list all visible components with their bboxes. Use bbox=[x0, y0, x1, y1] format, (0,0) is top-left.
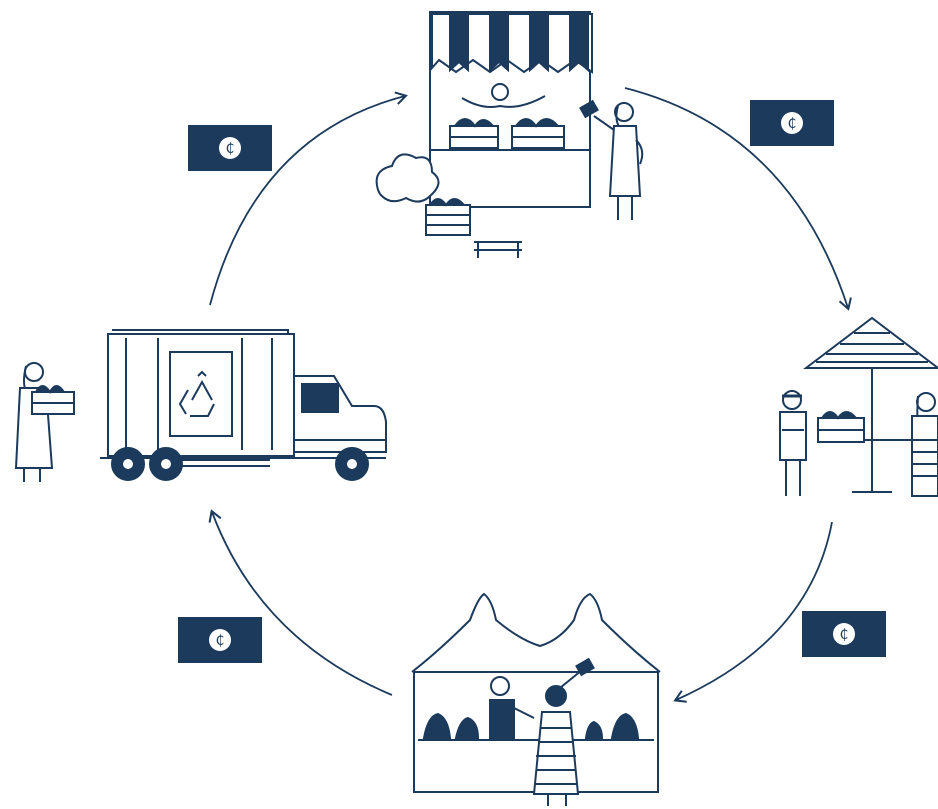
hut-shop-icon bbox=[411, 592, 661, 673]
cycle-arrow-top-right bbox=[624, 87, 852, 311]
cycle-arrow-top-left bbox=[209, 91, 408, 306]
svg-text:₵: ₵ bbox=[226, 141, 235, 157]
coin-icon bbox=[833, 623, 855, 645]
money-badge-right-bottom: ₵ bbox=[802, 611, 886, 657]
money-badge-top-left: ₵ bbox=[188, 125, 272, 171]
cafe-umbrella-icon bbox=[803, 316, 938, 369]
market-stall-scene bbox=[375, 11, 644, 258]
money-badge-bottom-left: ₵ bbox=[178, 617, 262, 663]
coin-icon bbox=[219, 137, 241, 159]
recycle-icon bbox=[178, 370, 215, 417]
hut-shop-scene bbox=[411, 592, 661, 806]
cycle-arrow-right-bottom bbox=[673, 521, 833, 703]
svg-text:₵: ₵ bbox=[788, 116, 797, 132]
money-badge-top-right: ₵ bbox=[750, 100, 834, 146]
svg-text:₵: ₵ bbox=[216, 633, 225, 649]
svg-text:₵: ₵ bbox=[840, 627, 849, 643]
cycle-arrow-bottom-left bbox=[208, 509, 393, 696]
coin-icon bbox=[209, 629, 231, 651]
cafe-scene bbox=[779, 316, 938, 497]
coin-icon bbox=[781, 112, 803, 134]
market-stall-icon bbox=[431, 13, 593, 74]
recycling-truck-scene bbox=[14, 329, 387, 482]
